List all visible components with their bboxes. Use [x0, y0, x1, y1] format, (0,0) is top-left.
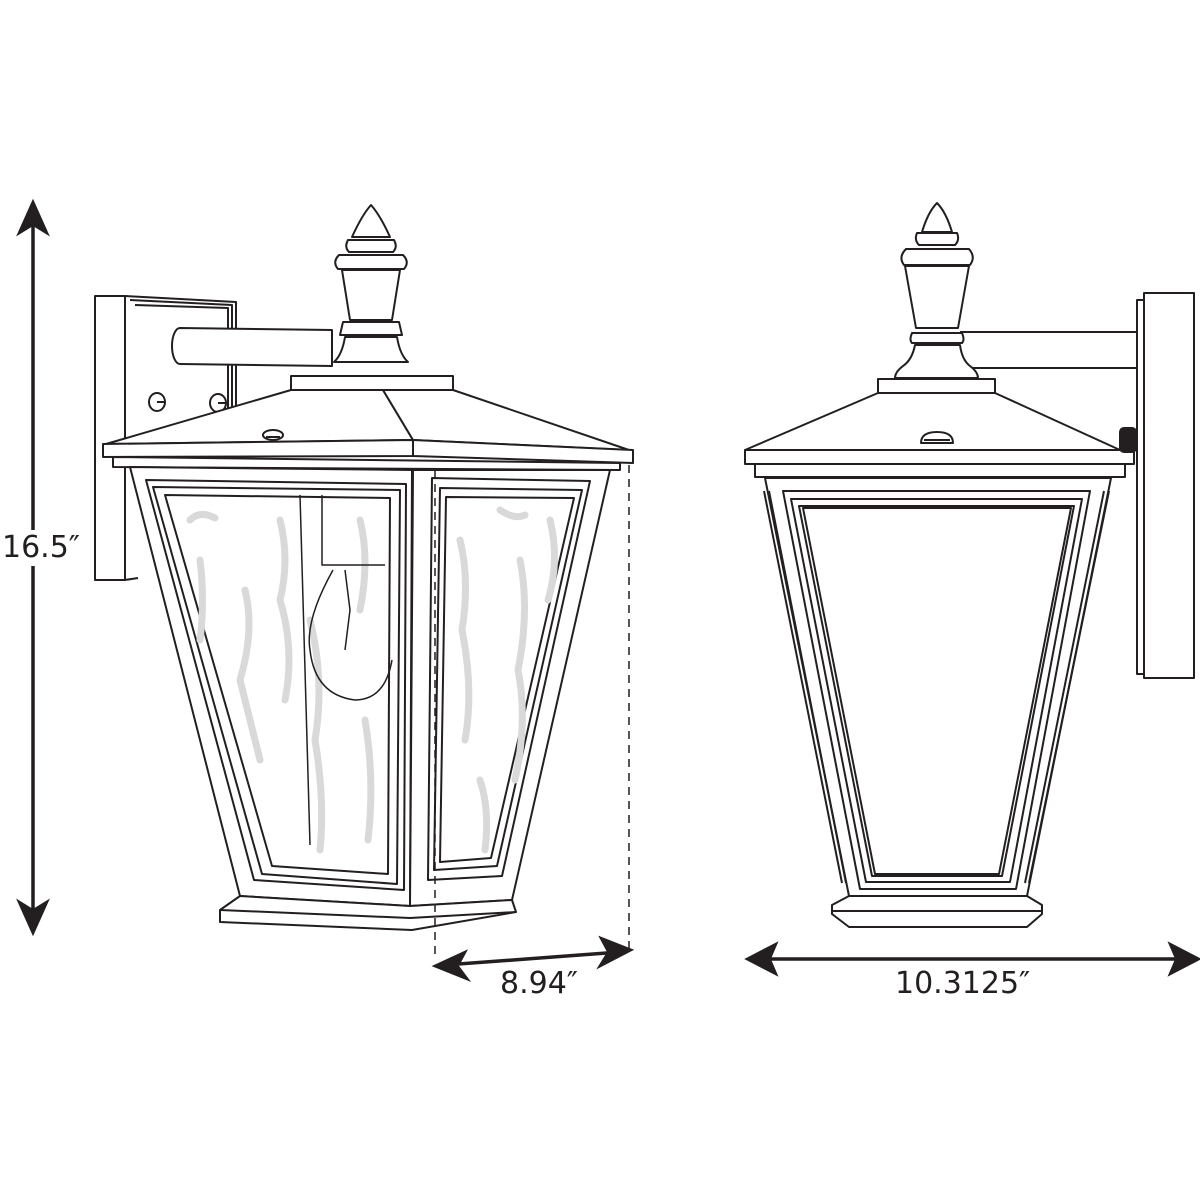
- knob-icon: [1119, 427, 1137, 453]
- vent-icon: [262, 429, 284, 441]
- depth-dimension-label: 8.94″: [500, 966, 579, 1002]
- roof: [744, 378, 1137, 478]
- vent-icon: [920, 431, 954, 444]
- height-dimension-line: [16, 198, 50, 937]
- lantern-base: [219, 895, 517, 931]
- width-dimension-line: [744, 941, 1200, 977]
- wall-backplate: [1136, 292, 1195, 679]
- roof: [102, 375, 634, 471]
- water-glass-texture: [186, 506, 558, 854]
- bulb-icon: [299, 494, 393, 846]
- mounting-arm: [960, 331, 1137, 369]
- side-view-lantern: [94, 204, 634, 931]
- finial: [894, 202, 979, 379]
- height-dimension-label: 16.5″: [0, 530, 83, 566]
- front-view-lantern: [744, 202, 1195, 928]
- mounting-screw-icons: [148, 392, 227, 413]
- depth-dimension-line: [431, 935, 635, 982]
- finial: [333, 204, 409, 363]
- lantern-body: [763, 477, 1112, 897]
- width-dimension-label: 10.3125″: [895, 966, 1031, 1002]
- mounting-arm: [171, 327, 333, 367]
- depth-guide-lines: [434, 465, 630, 960]
- lantern-base: [831, 895, 1043, 928]
